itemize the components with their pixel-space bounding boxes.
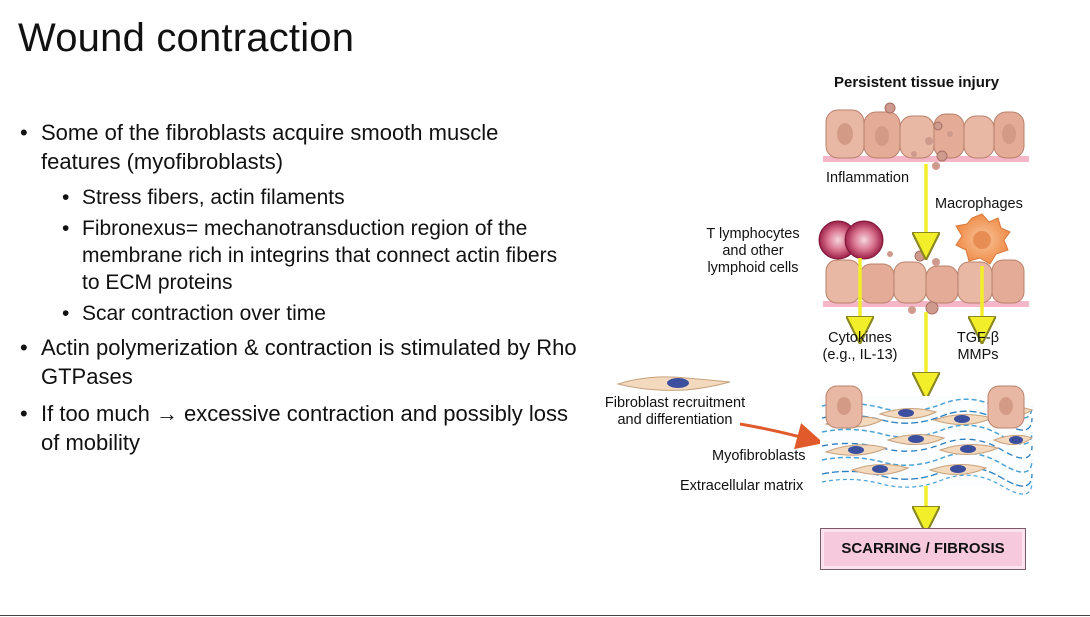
label-persistent-tissue-injury: Persistent tissue injury — [834, 74, 1000, 91]
fibrosis-illustration — [616, 102, 1034, 578]
bullet-actin-polymerization: Actin polymerization & contraction is st… — [18, 333, 578, 391]
sub-bullet-fibronexus: Fibronexus= mechanotransduction region o… — [60, 215, 578, 296]
label-cytokines: Cytokines (e.g., IL-13) — [822, 330, 898, 363]
bullet-excessive-contraction: If too much → excessive contraction and … — [18, 399, 578, 457]
bullet-myofibroblasts: Some of the fibroblasts acquire smooth m… — [18, 118, 578, 176]
label-tgf-mmps: TGF-β MMPs — [956, 330, 1000, 363]
recruitment-arrow — [739, 422, 824, 450]
slide-title: Wound contraction — [18, 16, 355, 60]
label-macrophages: Macrophages — [935, 196, 1023, 212]
sub-bullet-list: Stress fibers, actin filaments Fibronexu… — [18, 184, 578, 327]
scarring-fibrosis-box: SCARRING / FIBROSIS — [820, 528, 1026, 570]
top-epithelium — [823, 102, 1029, 170]
middle-epithelium — [823, 250, 1029, 315]
label-extracellular-matrix: Extracellular matrix — [680, 478, 804, 494]
sub-bullet-stress-fibers: Stress fibers, actin filaments — [60, 184, 578, 211]
label-myofibroblasts: Myofibroblasts — [712, 448, 806, 464]
lymphocytes — [818, 220, 884, 260]
bottom-rule — [0, 615, 1090, 616]
label-t-lymphocytes: T lymphocytes and other lymphoid cells — [706, 226, 800, 276]
label-fibroblast-recruitment: Fibroblast recruitment and differentiati… — [604, 395, 746, 428]
label-inflammation: Inflammation — [826, 170, 910, 186]
bullet-list: Some of the fibroblasts acquire smooth m… — [18, 118, 578, 465]
fibrosis-diagram: Persistent tissue injury Inflammation Ma… — [590, 68, 1050, 578]
sub-bullet-scar-contraction: Scar contraction over time — [60, 300, 578, 327]
